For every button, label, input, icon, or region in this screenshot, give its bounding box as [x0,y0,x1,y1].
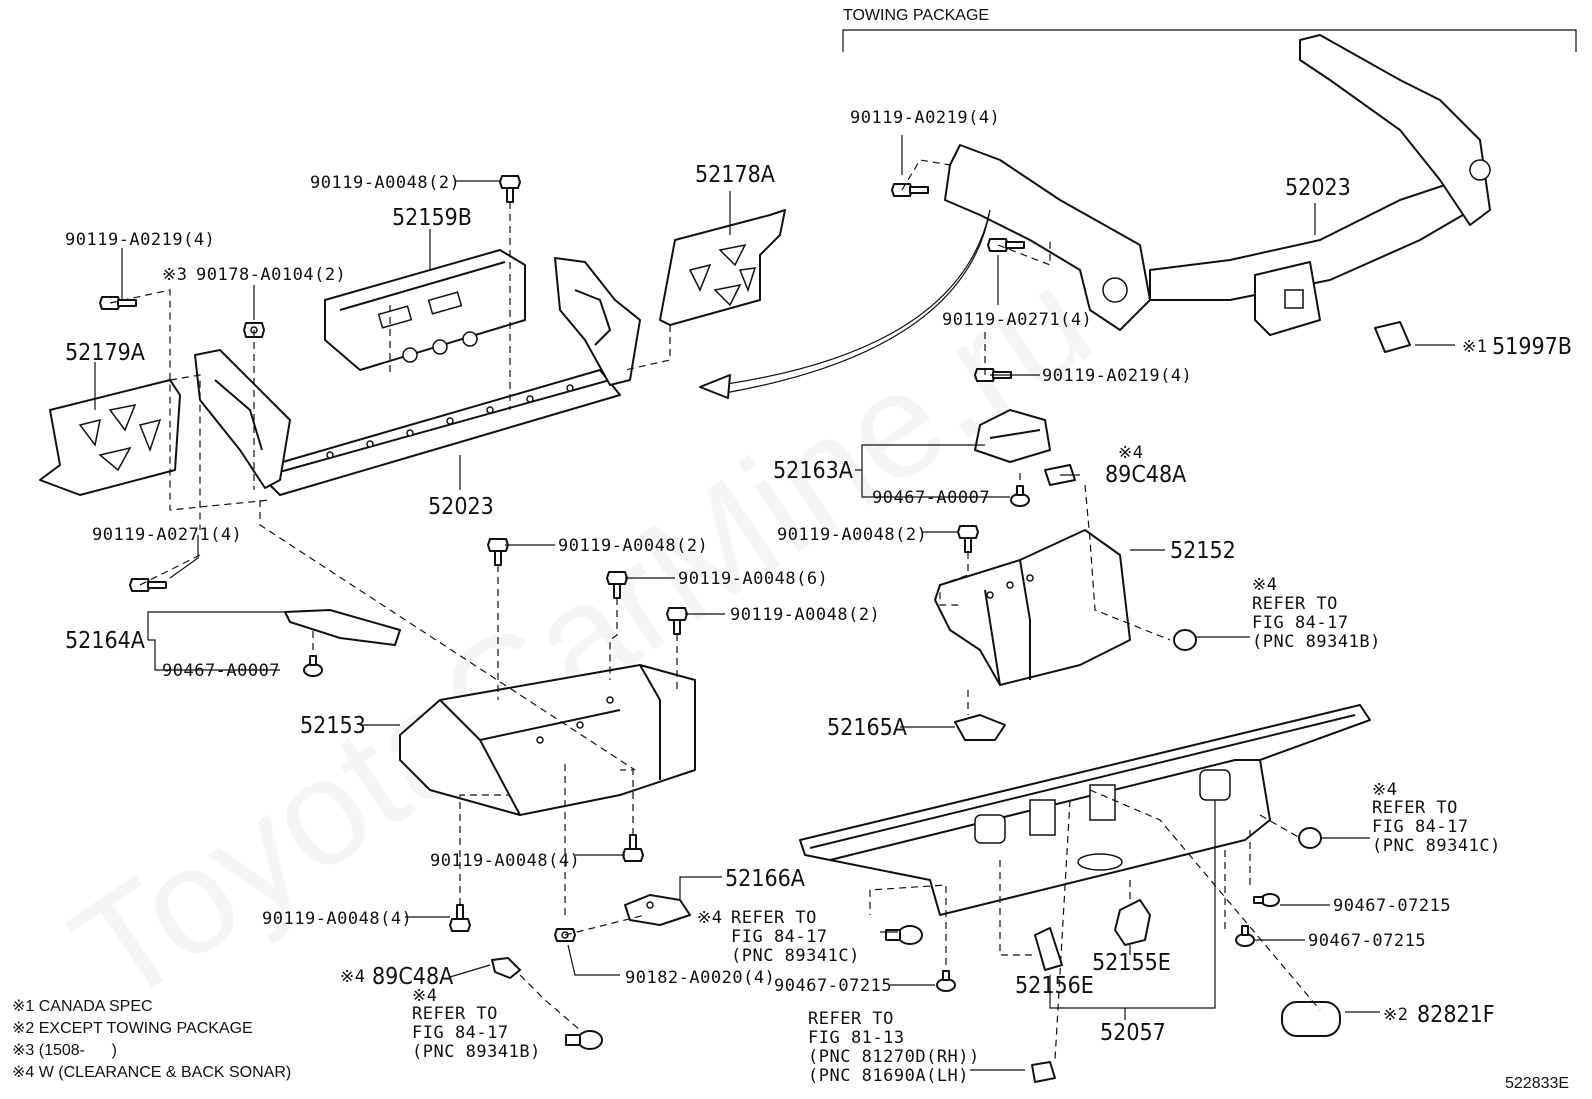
label-90119-A0048-4-b: 90119-A0048(4) [262,909,412,929]
label-90119-A0048-4-a: 90119-A0048(4) [430,851,580,871]
sensor-shapes [565,629,1322,1050]
bolt-shapes [99,175,1025,932]
step-bumper-52057 [799,704,1371,916]
label-ref4-c-mark: ※4 [1252,575,1277,595]
bracket-52156E [1034,927,1063,971]
pad-52163A [974,409,1051,463]
label-ref4-b-mark: ※4 [412,986,437,1006]
label-52023-right: 52023 [1285,175,1351,201]
label-89C48A-left: 89C48A [372,964,453,990]
label-ref4-d-2: FIG 84-17 [1372,817,1469,837]
label-52163A: 52163A [773,458,853,484]
curved-arrow [699,209,991,399]
towing-package-title: TOWING PACKAGE [843,7,989,24]
label-89C48A-right-mark: ※4 [1118,443,1143,463]
label-52159B: 52159B [392,205,472,231]
note-2: ※2 EXCEPT TOWING PACKAGE [12,1020,253,1037]
label-ref4-b-2: FIG 84-17 [412,1023,509,1043]
bracket-52179A [39,379,181,496]
bumper-side-52153 [399,664,696,816]
label-52156E: 52156E [1015,973,1094,999]
label-82821F-mark: ※2 [1383,1005,1408,1025]
leader-lines [94,135,1455,1071]
label-52166A: 52166A [725,866,805,892]
label-ref4-c-3: (PNC 89341B) [1252,632,1381,652]
bracket-52166A [624,894,691,926]
label-ref4-a-3: (PNC 89341C) [731,946,860,966]
label-90119-A0048-6: 90119-A0048(6) [678,569,828,589]
label-90119-A0219-4-tow-top: 90119-A0219(4) [850,108,1000,128]
label-ref4-c-2: FIG 84-17 [1252,613,1349,633]
towing-package-group: TOWING PACKAGE [842,7,1577,52]
connector-81270D [1031,1061,1056,1083]
towing-hitch-52023 [944,34,1491,336]
label-52152: 52152 [1170,538,1236,564]
label-90467-A0007-left: 90467-A0007 [162,661,280,681]
bracket-52155E [1114,899,1151,946]
label-82821F: 82821F [1417,1002,1495,1028]
cap-51997B [1374,321,1411,353]
label-51997B-mark: ※1 [1462,337,1487,357]
footnotes: ※1 CANADA SPEC ※2 EXCEPT TOWING PACKAGE … [12,998,291,1081]
bracket-89C48A-left [491,957,521,979]
label-ref4-d-mark: ※4 [1372,780,1397,800]
label-ref4-a-1: REFER TO [731,908,817,928]
label-ref81-1: REFER TO [808,1009,894,1029]
label-90467-07215-a: 90467-07215 [1333,896,1451,916]
label-90467-07215-c: 90467-07215 [774,976,892,996]
note-3: ※3 (1508- ) [12,1042,117,1059]
label-ref81-3: (PNC 81270D(RH)) [808,1047,980,1067]
label-52164A: 52164A [65,628,145,654]
label-ref4-c-1: REFER TO [1252,594,1338,614]
label-90467-07215-b: 90467-07215 [1308,931,1426,951]
label-ref81-2: FIG 81-13 [808,1028,905,1048]
label-ref4-b-1: REFER TO [412,1004,498,1024]
note-4: ※4 W (CLEARANCE & BACK SONAR) [12,1064,291,1081]
label-52155E: 52155E [1092,950,1171,976]
bumper-side-52152 [934,529,1131,686]
label-52153: 52153 [300,713,366,739]
label-90119-A0048-2-mid2: 90119-A0048(2) [730,605,880,625]
label-ref4-a-2: FIG 84-17 [731,927,828,947]
label-52057: 52057 [1100,1020,1166,1046]
pad-52164A [284,609,401,646]
label-ref4-b-3: (PNC 89341B) [412,1042,541,1062]
label-90119-A0271-4-right: 90119-A0271(4) [942,310,1092,330]
bumper-reinforcement-left [194,257,641,496]
label-90119-A0219-4-left: 90119-A0219(4) [65,230,215,250]
label-89C48A-right: 89C48A [1105,462,1186,488]
note-1: ※1 CANADA SPEC [12,998,153,1015]
bracket-52165A [954,714,1006,741]
label-ref81-4: (PNC 81690A(LH) [808,1066,969,1086]
bracket-52178A [659,209,786,326]
label-ref4-d-1: REFER TO [1372,798,1458,818]
label-90178-A0104-2: 90178-A0104(2) [196,265,346,285]
assembly-dash-lines [109,159,1321,1061]
part-labels: 52178A 90119-A0048(2) 52159B 90119-A0219… [65,108,1572,1092]
label-90182-A0020-4: 90182-A0020(4) [625,968,775,988]
label-52165A: 52165A [827,715,907,741]
label-52179A: 52179A [65,340,145,366]
label-51997B: 51997B [1492,334,1572,360]
figure-id: 522833E [1505,1075,1569,1092]
label-52023-left: 52023 [428,494,494,520]
bracket-52159B [324,249,526,371]
label-90119-A0219-4-tow-bot: 90119-A0219(4) [1042,366,1192,386]
label-90467-A0007-right: 90467-A0007 [872,488,990,508]
label-note3-mark: ※3 [162,265,187,285]
label-89C48A-left-mark: ※4 [340,967,365,987]
label-90119-A0048-2-top: 90119-A0048(2) [310,173,460,193]
label-90119-A0048-2-right: 90119-A0048(2) [777,525,927,545]
lamp-82821F [1281,1001,1341,1037]
clip-shapes [303,485,1280,992]
label-ref4-a-mark: ※4 [697,908,722,928]
label-90119-A0048-2-mid: 90119-A0048(2) [558,536,708,556]
label-90119-A0271-4-left: 90119-A0271(4) [92,525,242,545]
label-52178A: 52178A [695,162,775,188]
label-ref4-d-3: (PNC 89341C) [1372,836,1501,856]
